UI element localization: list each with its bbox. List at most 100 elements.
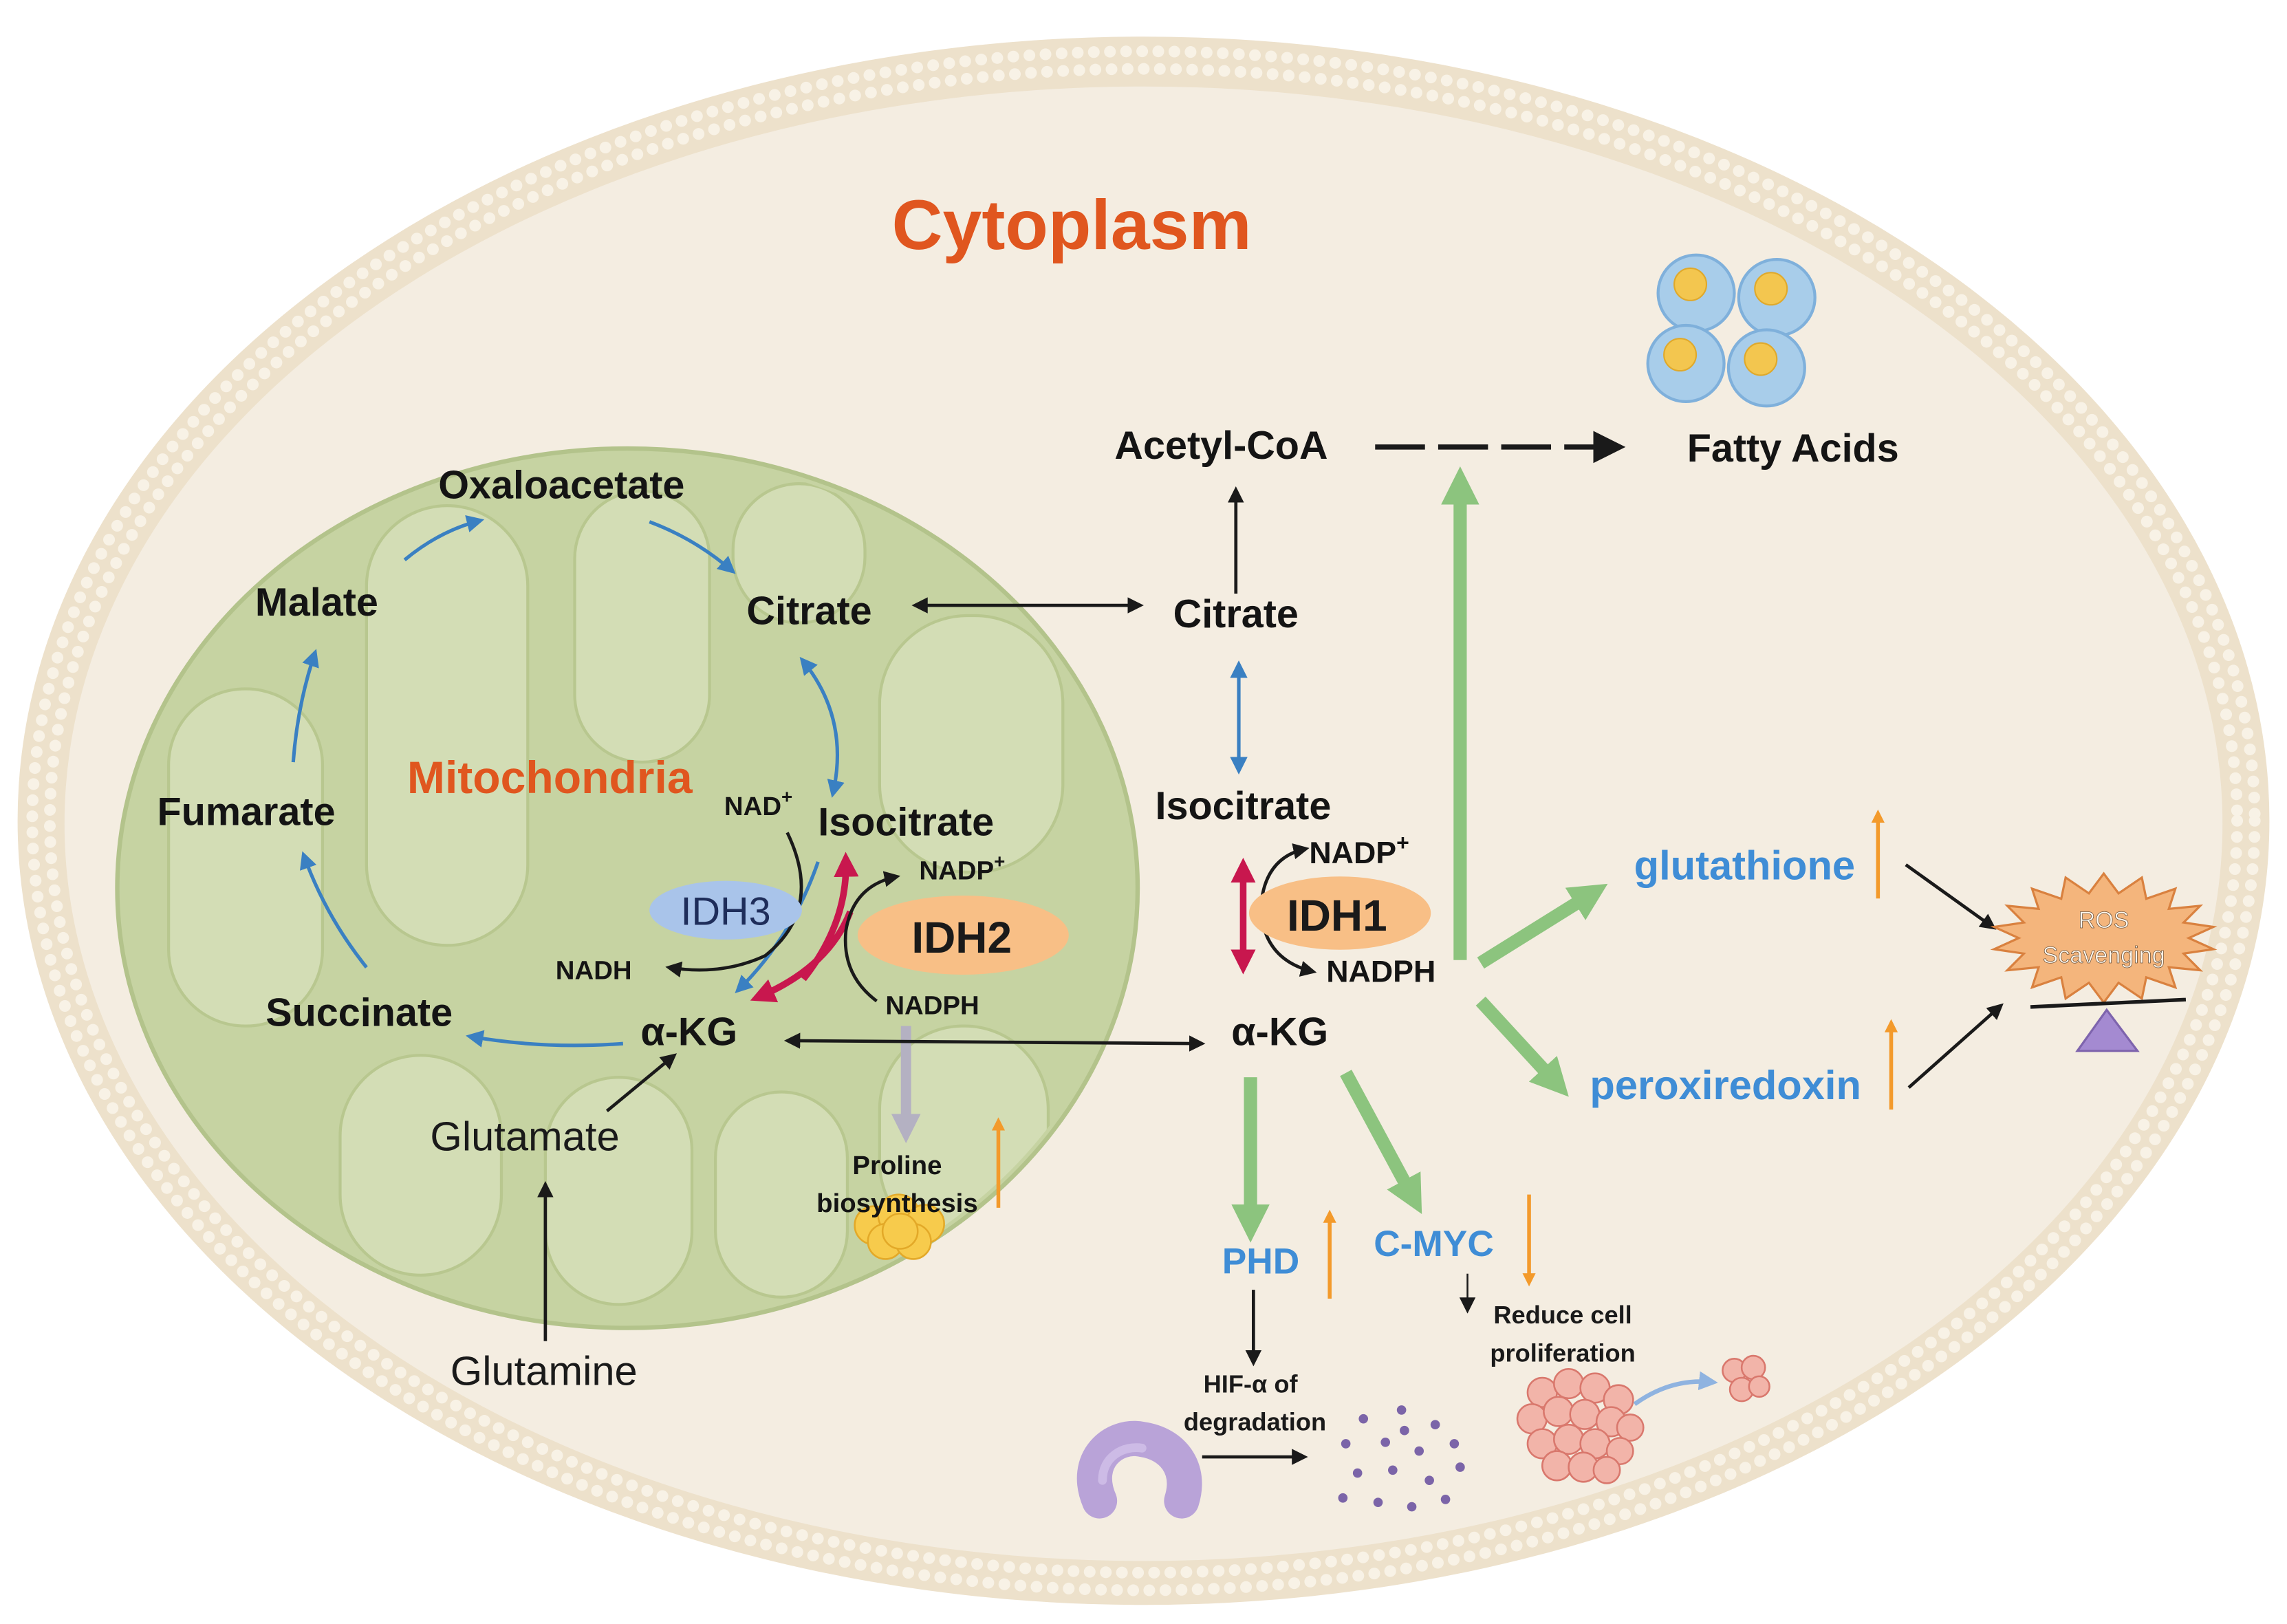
hif-label: HIF-α of — [1204, 1369, 1299, 1398]
fat-cells-icon — [1646, 253, 1817, 408]
mito-nadph-label: NADPH — [885, 991, 979, 1021]
mito-nadp-base: NADP — [919, 856, 994, 886]
fat-cell — [1656, 253, 1736, 333]
fragment-dot — [1430, 1420, 1440, 1430]
cluster-cell — [1748, 1375, 1770, 1398]
acetyl-coa-label: Acetyl-CoA — [1114, 424, 1327, 468]
crista — [731, 482, 867, 625]
nad-base: NAD — [724, 792, 781, 821]
fat-droplet — [1673, 267, 1708, 301]
fragment-dot — [1449, 1439, 1460, 1449]
glutamate-label: Glutamate — [430, 1114, 619, 1160]
arrow-malate-to-oxaloacetate — [403, 515, 485, 561]
mito-nadp-superscript: + — [994, 850, 1005, 871]
crista — [166, 687, 325, 1028]
cyto-nadp-base: NADP — [1309, 836, 1396, 870]
arrow-cluster-to-small-cluster — [1633, 1371, 1718, 1406]
mitochondria-title: Mitochondria — [407, 752, 693, 803]
arrow-idh1-to-glutathione — [1477, 883, 1608, 969]
mito-citrate-label: Citrate — [746, 589, 871, 634]
fragment-dot — [1352, 1468, 1363, 1478]
mito-fumarate-label: Fumarate — [158, 790, 336, 834]
cell-cluster-icon — [1516, 1367, 1645, 1484]
arrow-nad-to-nadh — [665, 832, 803, 978]
cyto-akg-label: α-KG — [1231, 1010, 1328, 1054]
fat-droplet — [1754, 272, 1788, 306]
cluster-cell — [1616, 1414, 1645, 1442]
cyto-nadph-label: NADPH — [1326, 955, 1435, 989]
membrane-beads-inner — [43, 63, 2244, 1579]
fragment-dot — [1414, 1446, 1424, 1456]
mito-nadp-plus-label: NADP+ — [919, 850, 1005, 885]
fatty-acids-label: Fatty Acids — [1687, 426, 1899, 470]
idh3-enzyme — [649, 880, 802, 940]
crista — [365, 504, 530, 947]
cytoplasm-title: Cytoplasm — [892, 185, 1252, 264]
fragment-dot — [1400, 1425, 1409, 1436]
peroxiredoxin-label: peroxiredoxin — [1590, 1062, 1861, 1108]
fragment-dot — [1455, 1462, 1465, 1472]
crista — [713, 1090, 849, 1299]
cluster-cell — [1605, 1437, 1634, 1466]
cyto-isocitrate-label: Isocitrate — [1156, 784, 1332, 828]
fragment-dot — [1424, 1475, 1434, 1485]
blob-part — [881, 1213, 919, 1250]
fat-droplet — [1663, 338, 1698, 372]
nad-plus-label: NAD+ — [724, 786, 792, 821]
nad-superscript: + — [781, 786, 792, 808]
protein-highlight — [1098, 1443, 1147, 1485]
membrane-beads-outer — [26, 45, 2261, 1596]
fat-droplet — [1744, 342, 1778, 376]
arrow-glutamate-to-akg — [605, 1053, 678, 1113]
crista — [338, 1054, 503, 1277]
arrow-citrate-isocitrate-mito — [799, 656, 845, 798]
idh2-label: IDH2 — [911, 913, 1012, 962]
biosynthesis-label: biosynthesis — [816, 1189, 978, 1218]
arrow-akg-exchange — [783, 1032, 1206, 1052]
arrow-oxaloacetate-to-citrate — [649, 520, 736, 574]
crista — [543, 1076, 694, 1306]
mito-malate-label: Malate — [255, 581, 378, 625]
idh1-enzyme — [1248, 876, 1431, 950]
small-cell-cluster-icon — [1722, 1354, 1770, 1403]
fragment-dot — [1341, 1439, 1351, 1449]
phd-label: PHD — [1222, 1242, 1299, 1282]
arrow-idh1-to-peroxiredoxin — [1475, 996, 1569, 1097]
mitochondrion-cristae — [166, 482, 1065, 1306]
idh1-label: IDH1 — [1287, 891, 1387, 940]
proline-label: Proline — [852, 1151, 942, 1180]
ros-scavenging: ROS Scavenging — [1990, 871, 2218, 1052]
hif-protein-icon — [1076, 1420, 1202, 1519]
ros-label: ROS — [2079, 907, 2129, 933]
crista — [878, 614, 1065, 874]
idh2-enzyme — [857, 895, 1069, 975]
cluster-cell — [1569, 1398, 1601, 1430]
reduce-cell-label: Reduce cell — [1493, 1301, 1632, 1329]
arrow-succinate-to-fumarate — [300, 851, 368, 968]
arrow-akg-to-c-myc — [1340, 1070, 1422, 1215]
fragment-dot — [1373, 1497, 1383, 1507]
fragment-dot — [1380, 1437, 1391, 1447]
fragment-dot — [1358, 1414, 1369, 1424]
cluster-cell — [1541, 1450, 1573, 1482]
nadh-label: NADH — [556, 955, 632, 985]
cluster-cell — [1553, 1423, 1585, 1455]
arrow-akg-to-succinate — [466, 1030, 624, 1048]
fragment-dot — [1440, 1495, 1451, 1504]
tca-cycle-arrows — [291, 515, 845, 1048]
arrow-idh2-nadph-to-nadp — [843, 871, 901, 1003]
balance-fulcrum — [2075, 1008, 2140, 1052]
fragment-dot — [1388, 1465, 1398, 1475]
cyto-nadp-superscript: + — [1396, 830, 1409, 855]
proliferation-label: proliferation — [1490, 1339, 1635, 1367]
proline-blob — [854, 1193, 945, 1260]
crista — [573, 489, 711, 764]
fragment-dot — [1338, 1493, 1348, 1503]
mito-akg-label: α-KG — [640, 1010, 737, 1054]
cluster-cell — [1592, 1455, 1621, 1484]
degraded-fragments-icon — [1338, 1405, 1465, 1512]
cluster-cell — [1553, 1367, 1585, 1400]
fat-cell — [1737, 258, 1817, 338]
mitochondrion — [115, 446, 1140, 1330]
